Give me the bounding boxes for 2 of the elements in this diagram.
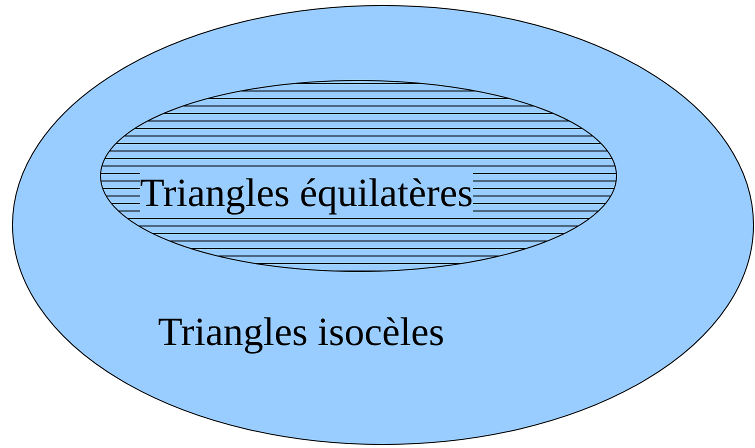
- set-label: Triangles équilatères: [140, 173, 473, 213]
- set-label: Triangles isocèles: [158, 312, 444, 352]
